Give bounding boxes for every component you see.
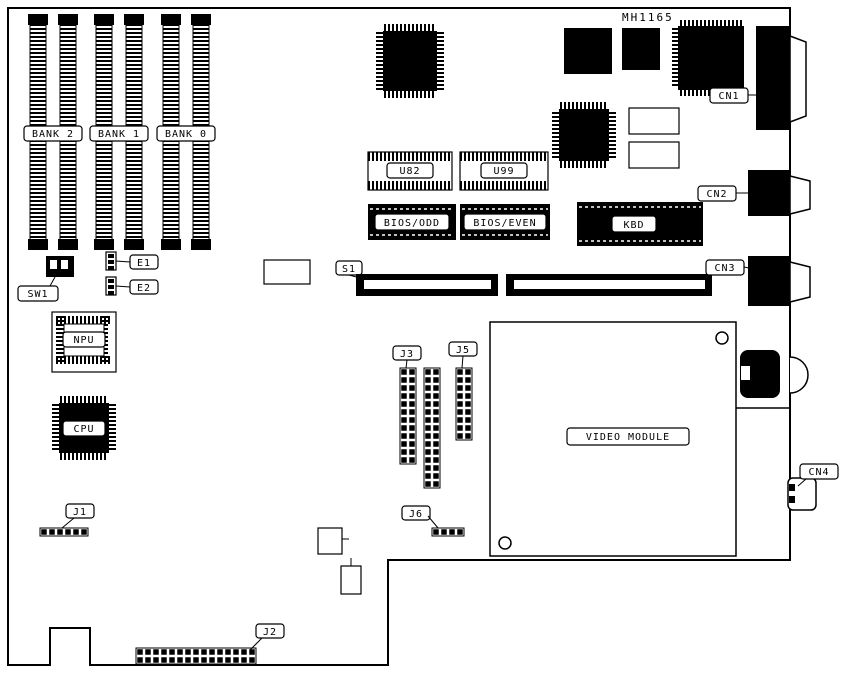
mounting-hole [498, 536, 512, 550]
svg-text:CPU: CPU [73, 424, 94, 435]
header-j5: J5 [448, 341, 478, 441]
chip-u99: U99 [459, 151, 549, 191]
connector-din [740, 350, 809, 398]
qfp-chip-large [376, 24, 444, 98]
switch-sw1: SW1 [17, 256, 74, 302]
chip-bios-odd: BIOS/ODD [368, 204, 456, 240]
svg-text:BANK 1: BANK 1 [98, 129, 140, 140]
ic-chip [564, 28, 612, 74]
bank0-label: BANK 0 [156, 125, 216, 142]
svg-text:S1: S1 [342, 264, 356, 275]
svg-text:BIOS/EVEN: BIOS/EVEN [473, 218, 536, 229]
connector-cn4: CN4 [787, 463, 839, 511]
svg-text:VIDEO MODULE: VIDEO MODULE [586, 432, 670, 443]
header-j2: J2 [135, 623, 285, 665]
bank1-label: BANK 1 [89, 125, 149, 142]
header-j3: J3 [392, 345, 422, 465]
svg-text:NPU: NPU [73, 335, 94, 346]
svg-text:J6: J6 [409, 509, 423, 520]
video-module: VIDEO MODULE [489, 321, 790, 557]
jumper-e1: E1 [105, 251, 159, 271]
svg-text:BIOS/ODD: BIOS/ODD [384, 218, 440, 229]
header-j6: J6 [401, 505, 465, 537]
svg-text:BANK 2: BANK 2 [32, 129, 74, 140]
board-title: MH1165 [622, 11, 674, 24]
svg-text:J1: J1 [73, 507, 87, 518]
bank2-label: BANK 2 [23, 125, 83, 142]
svg-text:CN2: CN2 [706, 189, 727, 200]
small-component [317, 527, 349, 555]
connector-cn3: CN3 [705, 256, 811, 306]
qfp-chip-mid [552, 102, 616, 168]
jumper-e2: E2 [105, 276, 159, 296]
chip-cpu: CPU [52, 396, 116, 460]
svg-text:SW1: SW1 [27, 289, 48, 300]
chip-bios-even: BIOS/EVEN [460, 204, 550, 240]
svg-text:E1: E1 [137, 258, 151, 269]
svg-text:KBD: KBD [623, 220, 644, 231]
svg-text:U99: U99 [493, 166, 514, 177]
svg-text:CN1: CN1 [718, 91, 739, 102]
svg-text:CN4: CN4 [808, 467, 829, 478]
empty-socket [628, 141, 680, 169]
connector-cn1: CN1 [709, 26, 807, 130]
qfp-chip-topright [672, 20, 744, 96]
connector-cn2: CN2 [697, 170, 811, 216]
chip-u82: U82 [367, 151, 453, 191]
slot-s1: S1 [335, 260, 712, 296]
header-j1: J1 [39, 503, 95, 537]
svg-text:BANK 0: BANK 0 [165, 129, 207, 140]
mounting-hole [715, 331, 729, 345]
svg-text:CN3: CN3 [714, 263, 735, 274]
empty-socket [263, 259, 311, 285]
empty-socket [628, 107, 680, 135]
header-middle [423, 367, 441, 489]
svg-text:E2: E2 [137, 283, 151, 294]
svg-text:U82: U82 [399, 166, 420, 177]
svg-text:J2: J2 [263, 627, 277, 638]
svg-text:J3: J3 [400, 349, 414, 360]
chip-kbd: KBD [577, 202, 703, 246]
chip-npu: NPU [51, 311, 117, 373]
small-component [340, 558, 362, 595]
ic-chip [622, 28, 660, 70]
svg-text:J5: J5 [456, 345, 470, 356]
